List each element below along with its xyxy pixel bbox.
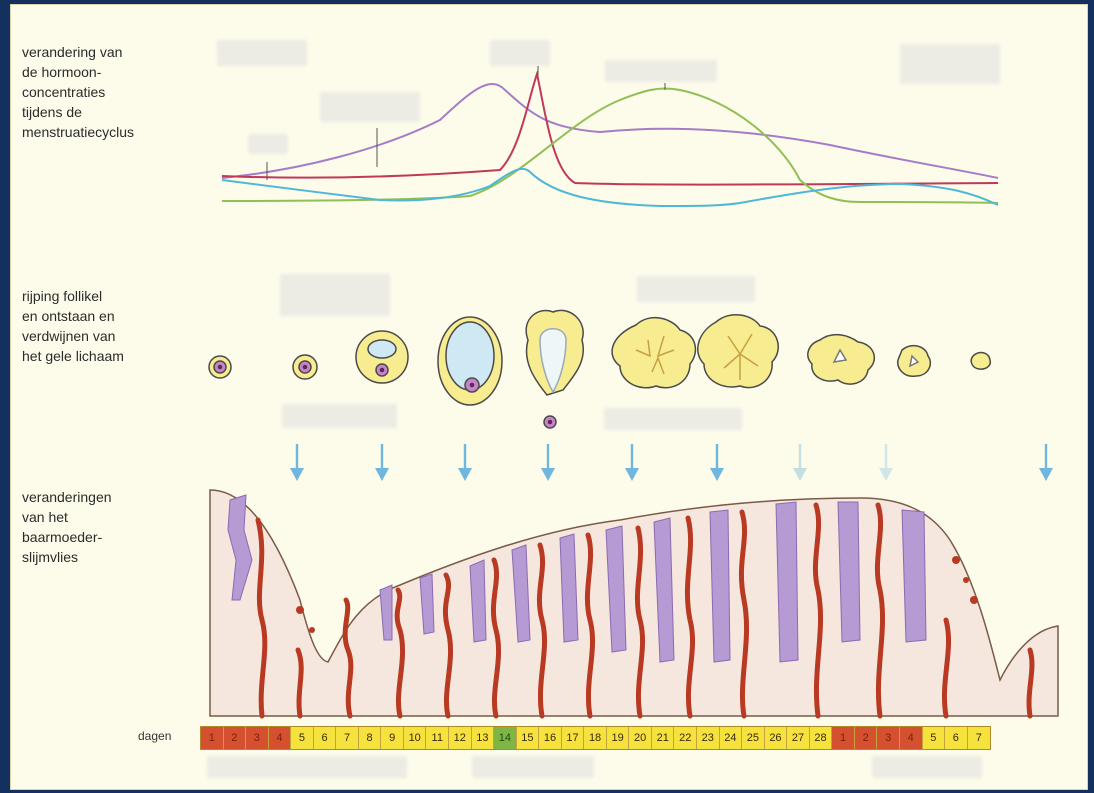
follicle-icon — [209, 356, 231, 378]
arrow-down-icon — [290, 444, 304, 481]
endometrium-lining — [210, 490, 1058, 716]
follicle-icon — [526, 310, 583, 428]
follicle-sequence — [209, 310, 990, 428]
day-cell: 19 — [607, 727, 630, 749]
day-cell: 22 — [674, 727, 697, 749]
day-cell: 9 — [381, 727, 404, 749]
day-cell: 28 — [810, 727, 833, 749]
hormone-curves — [222, 66, 998, 206]
day-scale: 1234567891011121314151617181920212223242… — [200, 726, 991, 750]
follicle-icon — [438, 317, 502, 405]
day-cell: 16 — [539, 727, 562, 749]
day-cell: 2 — [855, 727, 878, 749]
day-cell: 6 — [945, 727, 968, 749]
arrow-down-icon — [625, 444, 639, 481]
arrow-down-icon — [879, 444, 893, 481]
day-cell: 8 — [359, 727, 382, 749]
arrow-down-icon — [541, 444, 555, 481]
day-cell: 2 — [224, 727, 247, 749]
day-cell: 5 — [923, 727, 946, 749]
follicle-icon — [293, 355, 317, 379]
days-label: dagen — [138, 729, 171, 743]
day-cell: 12 — [449, 727, 472, 749]
day-cell: 1 — [832, 727, 855, 749]
arrow-down-icon — [458, 444, 472, 481]
day-cell: 5 — [291, 727, 314, 749]
day-cell: 3 — [246, 727, 269, 749]
day-cell: 18 — [584, 727, 607, 749]
day-cell: 7 — [336, 727, 359, 749]
day-cell: 20 — [629, 727, 652, 749]
day-cell: 7 — [968, 727, 991, 749]
day-cell: 25 — [742, 727, 765, 749]
progesterone-curve — [222, 88, 998, 203]
lh-curve — [222, 74, 998, 185]
follicle-icon — [808, 335, 874, 384]
day-cell: 24 — [720, 727, 743, 749]
day-cell: 21 — [652, 727, 675, 749]
arrow-down-icon — [710, 444, 724, 481]
day-cell: 14 — [494, 727, 517, 749]
endometrium-layer — [210, 490, 1058, 716]
fsh-curve — [222, 84, 998, 178]
arrow-down-icon — [1039, 444, 1053, 481]
day-cell: 6 — [314, 727, 337, 749]
day-cell: 26 — [765, 727, 788, 749]
day-cell: 1 — [201, 727, 224, 749]
day-cell: 4 — [269, 727, 292, 749]
arrow-row — [290, 444, 1053, 481]
day-cell: 15 — [517, 727, 540, 749]
day-cell: 17 — [562, 727, 585, 749]
day-cell: 11 — [426, 727, 449, 749]
follicle-icon — [612, 318, 695, 388]
follicle-icon — [698, 315, 778, 388]
day-cell: 27 — [787, 727, 810, 749]
day-cell: 3 — [877, 727, 900, 749]
day-cell: 4 — [900, 727, 923, 749]
arrow-down-icon — [793, 444, 807, 481]
follicle-icon — [356, 331, 408, 383]
follicle-icon — [898, 346, 931, 377]
follicle-icon — [971, 353, 990, 370]
arrow-down-icon — [375, 444, 389, 481]
day-cell: 23 — [697, 727, 720, 749]
day-cell: 13 — [472, 727, 495, 749]
day-cell: 10 — [404, 727, 427, 749]
